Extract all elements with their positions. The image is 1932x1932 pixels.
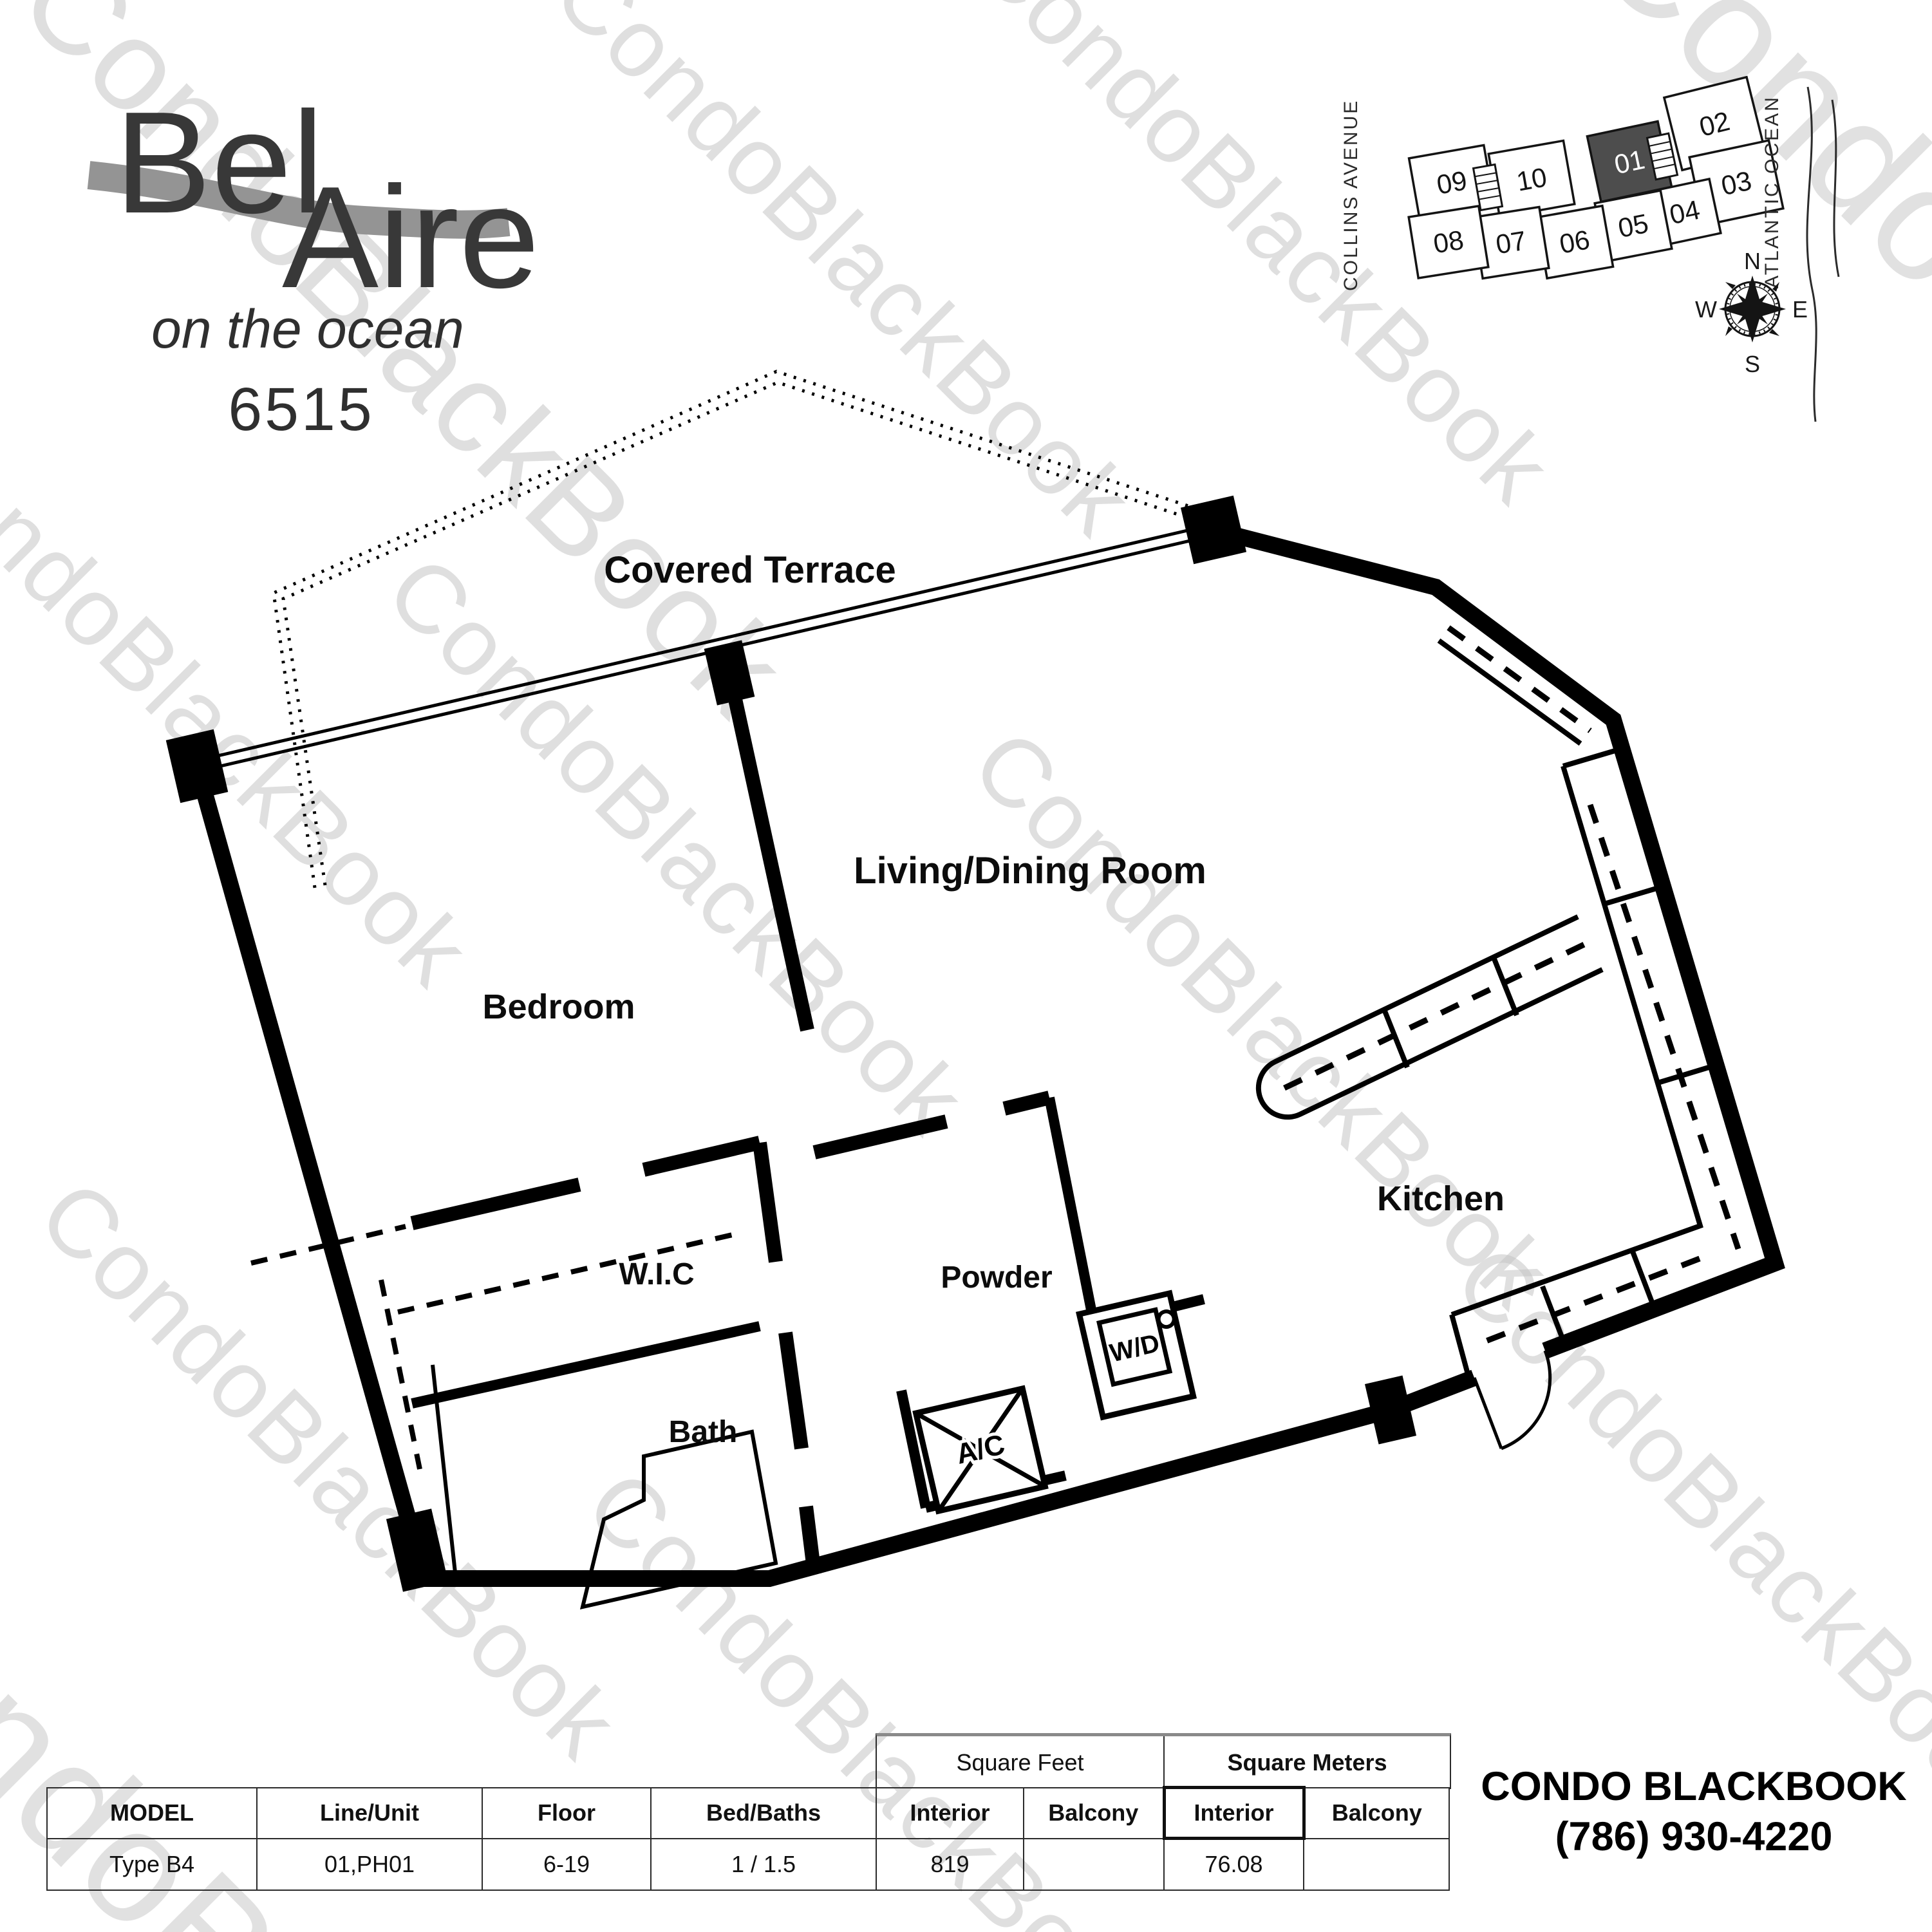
logo-number: 6515	[228, 375, 374, 444]
ac-unit-icon: A/C	[912, 1385, 1049, 1515]
cell-sm-interior: 76.08	[1163, 1837, 1304, 1891]
entry-door-swing-icon	[1472, 1350, 1552, 1450]
closet-dashed-lines	[250, 1224, 736, 1470]
column-header-sf-interior: Interior	[876, 1787, 1024, 1839]
brand-name: CONDO BLACKBOOK	[1481, 1764, 1907, 1809]
column-header-sm-interior: Interior	[1162, 1786, 1306, 1840]
column-header-floor: Floor	[482, 1787, 652, 1839]
footer-contact: CONDO BLACKBOOK (786) 930-4220	[1459, 1761, 1929, 1862]
cell-bed-baths: 1 / 1.5	[650, 1837, 877, 1891]
brand-phone: (786) 930-4220	[1555, 1814, 1833, 1859]
compass-n-label: N	[1744, 248, 1761, 274]
washer-dryer-icon: W/D	[1076, 1290, 1197, 1421]
logo: Bel Aire on the ocean 6515	[87, 81, 539, 444]
keyplan-unit-label: 10	[1514, 162, 1549, 196]
shoreline-wave-icon	[1831, 99, 1840, 277]
covered-terrace-label: Covered Terrace	[604, 549, 896, 591]
bath-label: Bath	[669, 1415, 738, 1449]
wic-label: W.I.C	[619, 1257, 694, 1291]
keyplan-unit-06: 06	[1535, 204, 1615, 280]
keyplan-stair	[1472, 163, 1504, 212]
cell-model: Type B4	[46, 1837, 258, 1891]
keyplan-unit-label: 09	[1434, 165, 1469, 200]
compass-e-label: E	[1792, 296, 1808, 323]
keyplan-unit-label: 02	[1696, 106, 1733, 142]
powder-label: Powder	[941, 1261, 1052, 1295]
spec-table-data-row: Type B4 01,PH01 6-19 1 / 1.5 819 76.08	[46, 1837, 1450, 1891]
area-group-header: Square Feet Square Meters	[876, 1733, 1451, 1789]
logo-swoosh	[87, 161, 511, 239]
keyplan-unit-label: 05	[1615, 208, 1651, 243]
bedroom-label: Bedroom	[482, 988, 635, 1026]
logo-line1: Bel	[115, 81, 324, 243]
interior-walls	[410, 671, 1051, 1575]
keyplan-unit-label: 07	[1494, 225, 1528, 260]
square-feet-header: Square Feet	[877, 1736, 1165, 1789]
cell-floor: 6-19	[482, 1837, 652, 1891]
cell-line-unit: 01,PH01	[256, 1837, 483, 1891]
bathtub-icon	[431, 1364, 778, 1609]
terrace-dotted-boundary	[272, 370, 1215, 888]
column-header-sf-balcony: Balcony	[1023, 1787, 1165, 1839]
keyplan-unit-08: 08	[1407, 204, 1490, 280]
square-meters-header: Square Meters	[1227, 1749, 1387, 1776]
living-dining-label: Living/Dining Room	[854, 850, 1206, 892]
shoreline-wave-icon	[1806, 86, 1817, 422]
kitchen-counters	[1255, 638, 1716, 1380]
keyplan-unit-05: 05	[1593, 189, 1673, 263]
compass-rose-icon: N E S W	[1695, 248, 1808, 377]
compass-w-label: W	[1695, 296, 1717, 323]
atlantic-ocean-label: ATLANTIC OCEAN	[1761, 95, 1783, 288]
column-header-bed-baths: Bed/Baths	[650, 1787, 877, 1839]
logo-line2: Aire	[282, 156, 539, 318]
exterior-walls	[189, 521, 1785, 1587]
spec-table: MODEL Line/Unit Floor Bed/Baths Interior…	[46, 1786, 1450, 1891]
cell-sf-interior: 819	[876, 1837, 1024, 1891]
keyplan-unit-label: 03	[1718, 165, 1754, 202]
floorplan: W/D A/C Covered Terrace Living/Dining Ro…	[165, 370, 1785, 1609]
spec-table-header-row: MODEL Line/Unit Floor Bed/Baths Interior…	[46, 1786, 1450, 1840]
keyplan-unit-label: 04	[1667, 194, 1702, 230]
compass-s-label: S	[1745, 351, 1760, 377]
column-header-model: MODEL	[46, 1787, 258, 1839]
keyplan-stair	[1646, 132, 1679, 181]
keyplan-unit-label: 08	[1431, 225, 1465, 259]
cell-sf-balcony	[1023, 1837, 1165, 1891]
column-header-line-unit: Line/Unit	[256, 1787, 483, 1839]
keyplan: 09 10 01 02 03 04	[1340, 75, 1840, 422]
logo-tagline: on the ocean	[151, 299, 464, 359]
kitchen-label: Kitchen	[1377, 1179, 1505, 1218]
wall-posts	[165, 495, 1417, 1592]
keyplan-unit-label: 06	[1557, 224, 1592, 259]
keyplan-unit-label: 01	[1611, 144, 1647, 180]
column-header-sm-balcony: Balcony	[1303, 1787, 1450, 1839]
cell-sm-balcony	[1303, 1837, 1450, 1891]
collins-avenue-label: COLLINS AVENUE	[1340, 99, 1362, 291]
keyplan-unit-07: 07	[1472, 205, 1550, 280]
